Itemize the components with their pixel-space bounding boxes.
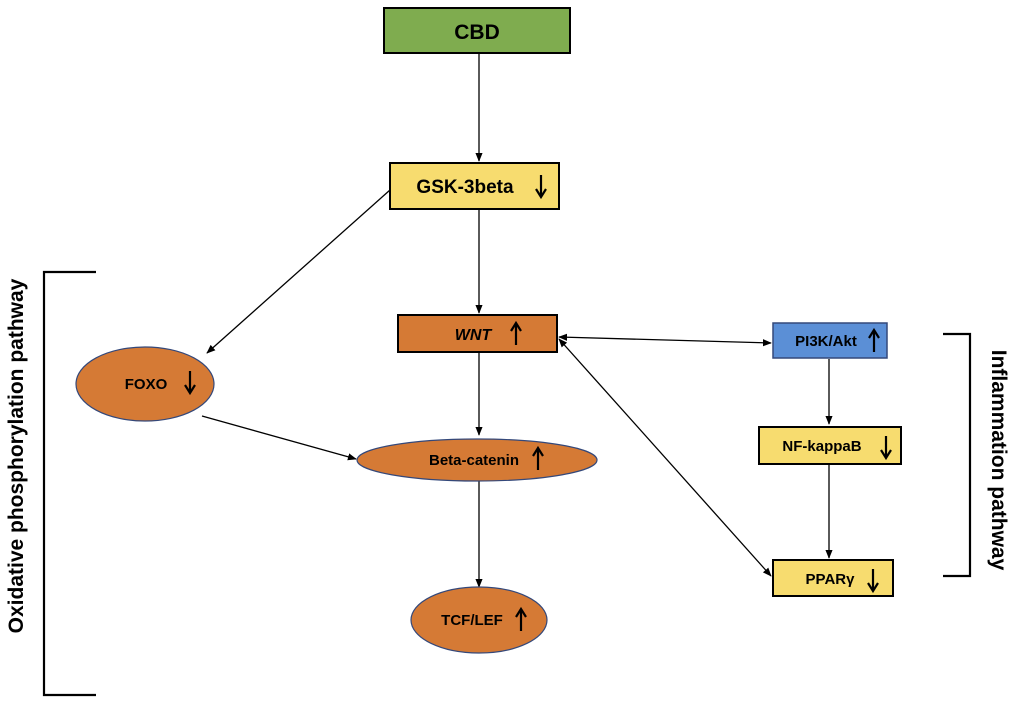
tcf-lef-ellipse	[410, 586, 548, 654]
node-cbd: CBD	[383, 7, 571, 54]
right-bracket	[943, 332, 972, 578]
arrow-down-icon	[867, 569, 879, 594]
edges	[201, 53, 833, 588]
node-ppar-gamma: PPARγ	[772, 559, 894, 597]
arrow-down-icon	[535, 175, 547, 200]
pi3k-akt-label: PI3K/Akt	[795, 333, 857, 350]
beta-catenin-label: Beta-catenin	[429, 452, 519, 469]
left-side-label: Oxidative phosphorylation pathway	[5, 278, 28, 633]
pi3k-akt-box	[772, 322, 888, 359]
right-side-label: Inflammation pathway	[987, 350, 1010, 571]
gsk3beta-box	[389, 162, 560, 210]
nf-kappab-label: NF-kappaB	[782, 438, 861, 455]
arrow-down-icon	[184, 371, 196, 396]
node-wnt: WNT	[397, 314, 558, 353]
edge-foxo-to-beta-catenin	[201, 415, 357, 461]
edge-gsk3beta-to-foxo	[206, 189, 391, 354]
wnt-box	[397, 314, 558, 353]
node-beta-catenin: Beta-catenin	[356, 438, 598, 482]
arrow-up-icon	[532, 445, 544, 470]
wnt-label: WNT	[455, 327, 493, 344]
foxo-ellipse	[75, 346, 215, 422]
arrow-up-icon	[510, 320, 522, 345]
edge-wnt-pi3k-bidirectional	[558, 333, 772, 347]
arrow-down-icon	[880, 436, 892, 461]
arrow-up-icon	[515, 606, 527, 631]
arrow-up-icon	[868, 327, 880, 352]
foxo-label: FOXO	[125, 376, 168, 393]
node-pi3k-akt: PI3K/Akt	[772, 322, 888, 359]
node-foxo: FOXO	[75, 346, 215, 422]
gsk3beta-label: GSK-3beta	[416, 177, 514, 198]
cbd-box	[383, 7, 571, 54]
ppar-gamma-label: PPARγ	[806, 571, 856, 588]
edge-wnt-ppar-bidirectional	[558, 338, 772, 577]
nf-kappab-box	[758, 426, 902, 465]
tcf-lef-label: TCF/LEF	[441, 612, 503, 629]
node-gsk3beta: GSK-3beta	[389, 162, 560, 210]
node-tcf-lef: TCF/LEF	[410, 586, 548, 654]
cbd-label: CBD	[454, 21, 500, 44]
node-nf-kappab: NF-kappaB	[758, 426, 902, 465]
left-bracket	[42, 270, 96, 697]
